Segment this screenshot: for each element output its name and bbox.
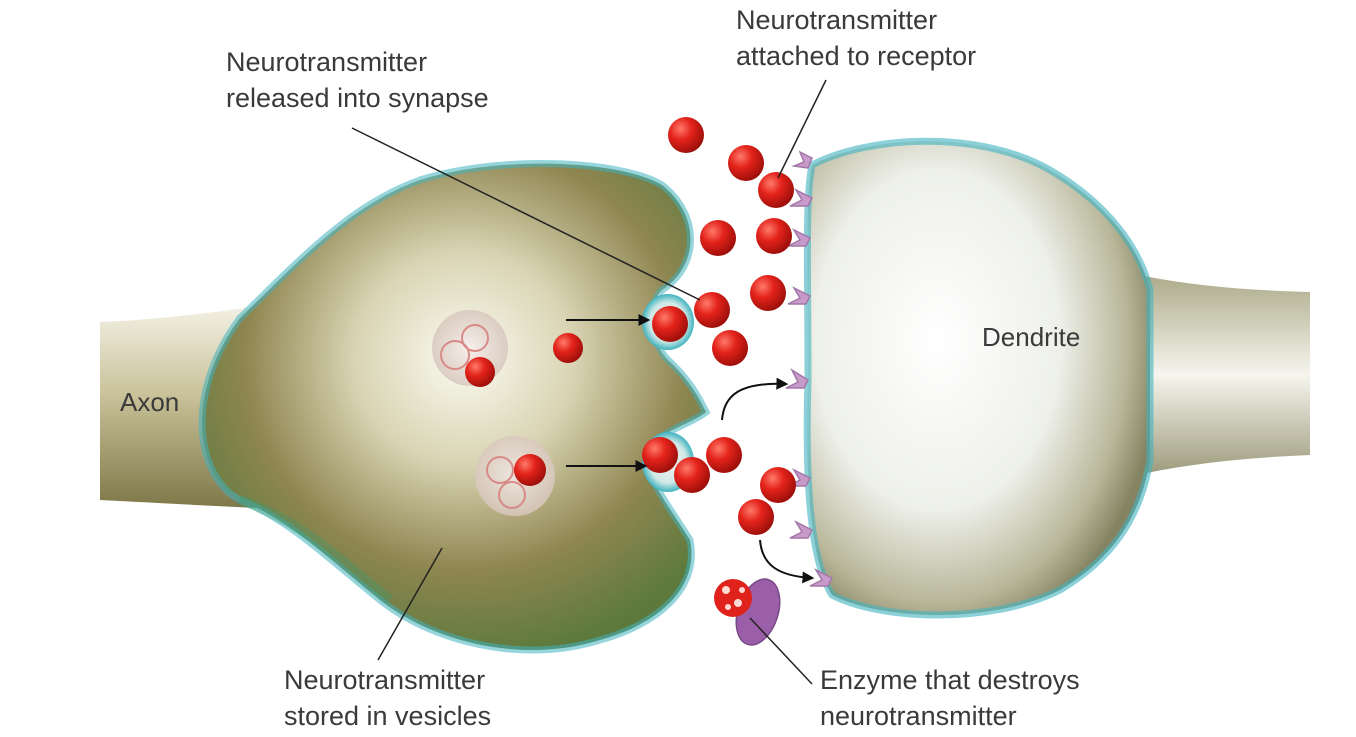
neurotransmitter: [642, 437, 678, 473]
receptor: [787, 228, 812, 247]
leader-enzyme: [749, 617, 813, 685]
axon-terminal: [100, 160, 711, 654]
neurotransmitter: [728, 145, 764, 181]
label-dendrite: Dendrite: [982, 322, 1081, 352]
neurotransmitter: [553, 333, 583, 363]
neurotransmitter: [694, 292, 730, 328]
neurotransmitter: [668, 117, 704, 153]
leader-attached: [777, 79, 827, 179]
axon-bulb: [198, 160, 711, 654]
receptor: [809, 568, 834, 587]
vesicle: [432, 310, 508, 387]
neurotransmitter: [756, 218, 792, 254]
neurotransmitter: [758, 172, 794, 208]
neurotransmitter: [738, 499, 774, 535]
arrows: [566, 314, 815, 584]
neurotransmitters: [553, 117, 796, 535]
receptor: [791, 150, 813, 169]
neurotransmitter: [700, 220, 736, 256]
receptor: [787, 286, 812, 305]
leader-stored: [377, 547, 443, 661]
neurotransmitter: [760, 467, 796, 503]
arrow-to-receptor: [721, 377, 789, 421]
label-enzyme: Enzyme that destroys neurotransmitter: [820, 665, 1080, 731]
neurotransmitter: [712, 330, 748, 366]
label-released: Neurotransmitter released into synapse: [226, 47, 489, 113]
label-stored: Neurotransmitter stored in vesicles: [284, 665, 492, 731]
neurotransmitter: [750, 275, 786, 311]
arrow-to-receptor-lower: [759, 539, 815, 584]
neurotransmitter: [706, 437, 742, 473]
label-attached: Neurotransmitter attached to receptor: [736, 5, 977, 71]
neurotransmitter: [652, 306, 688, 342]
leader-lines: [351, 79, 827, 685]
receptor: [785, 367, 809, 389]
vesicle: [475, 436, 555, 516]
receptor: [789, 520, 814, 539]
label-axon: Axon: [120, 387, 180, 417]
dendrite-body: [803, 137, 1154, 619]
leader-released: [351, 127, 701, 301]
dendrite: [803, 137, 1310, 619]
enzyme: [714, 578, 781, 646]
receptor: [789, 188, 814, 207]
neurotransmitter: [674, 457, 710, 493]
